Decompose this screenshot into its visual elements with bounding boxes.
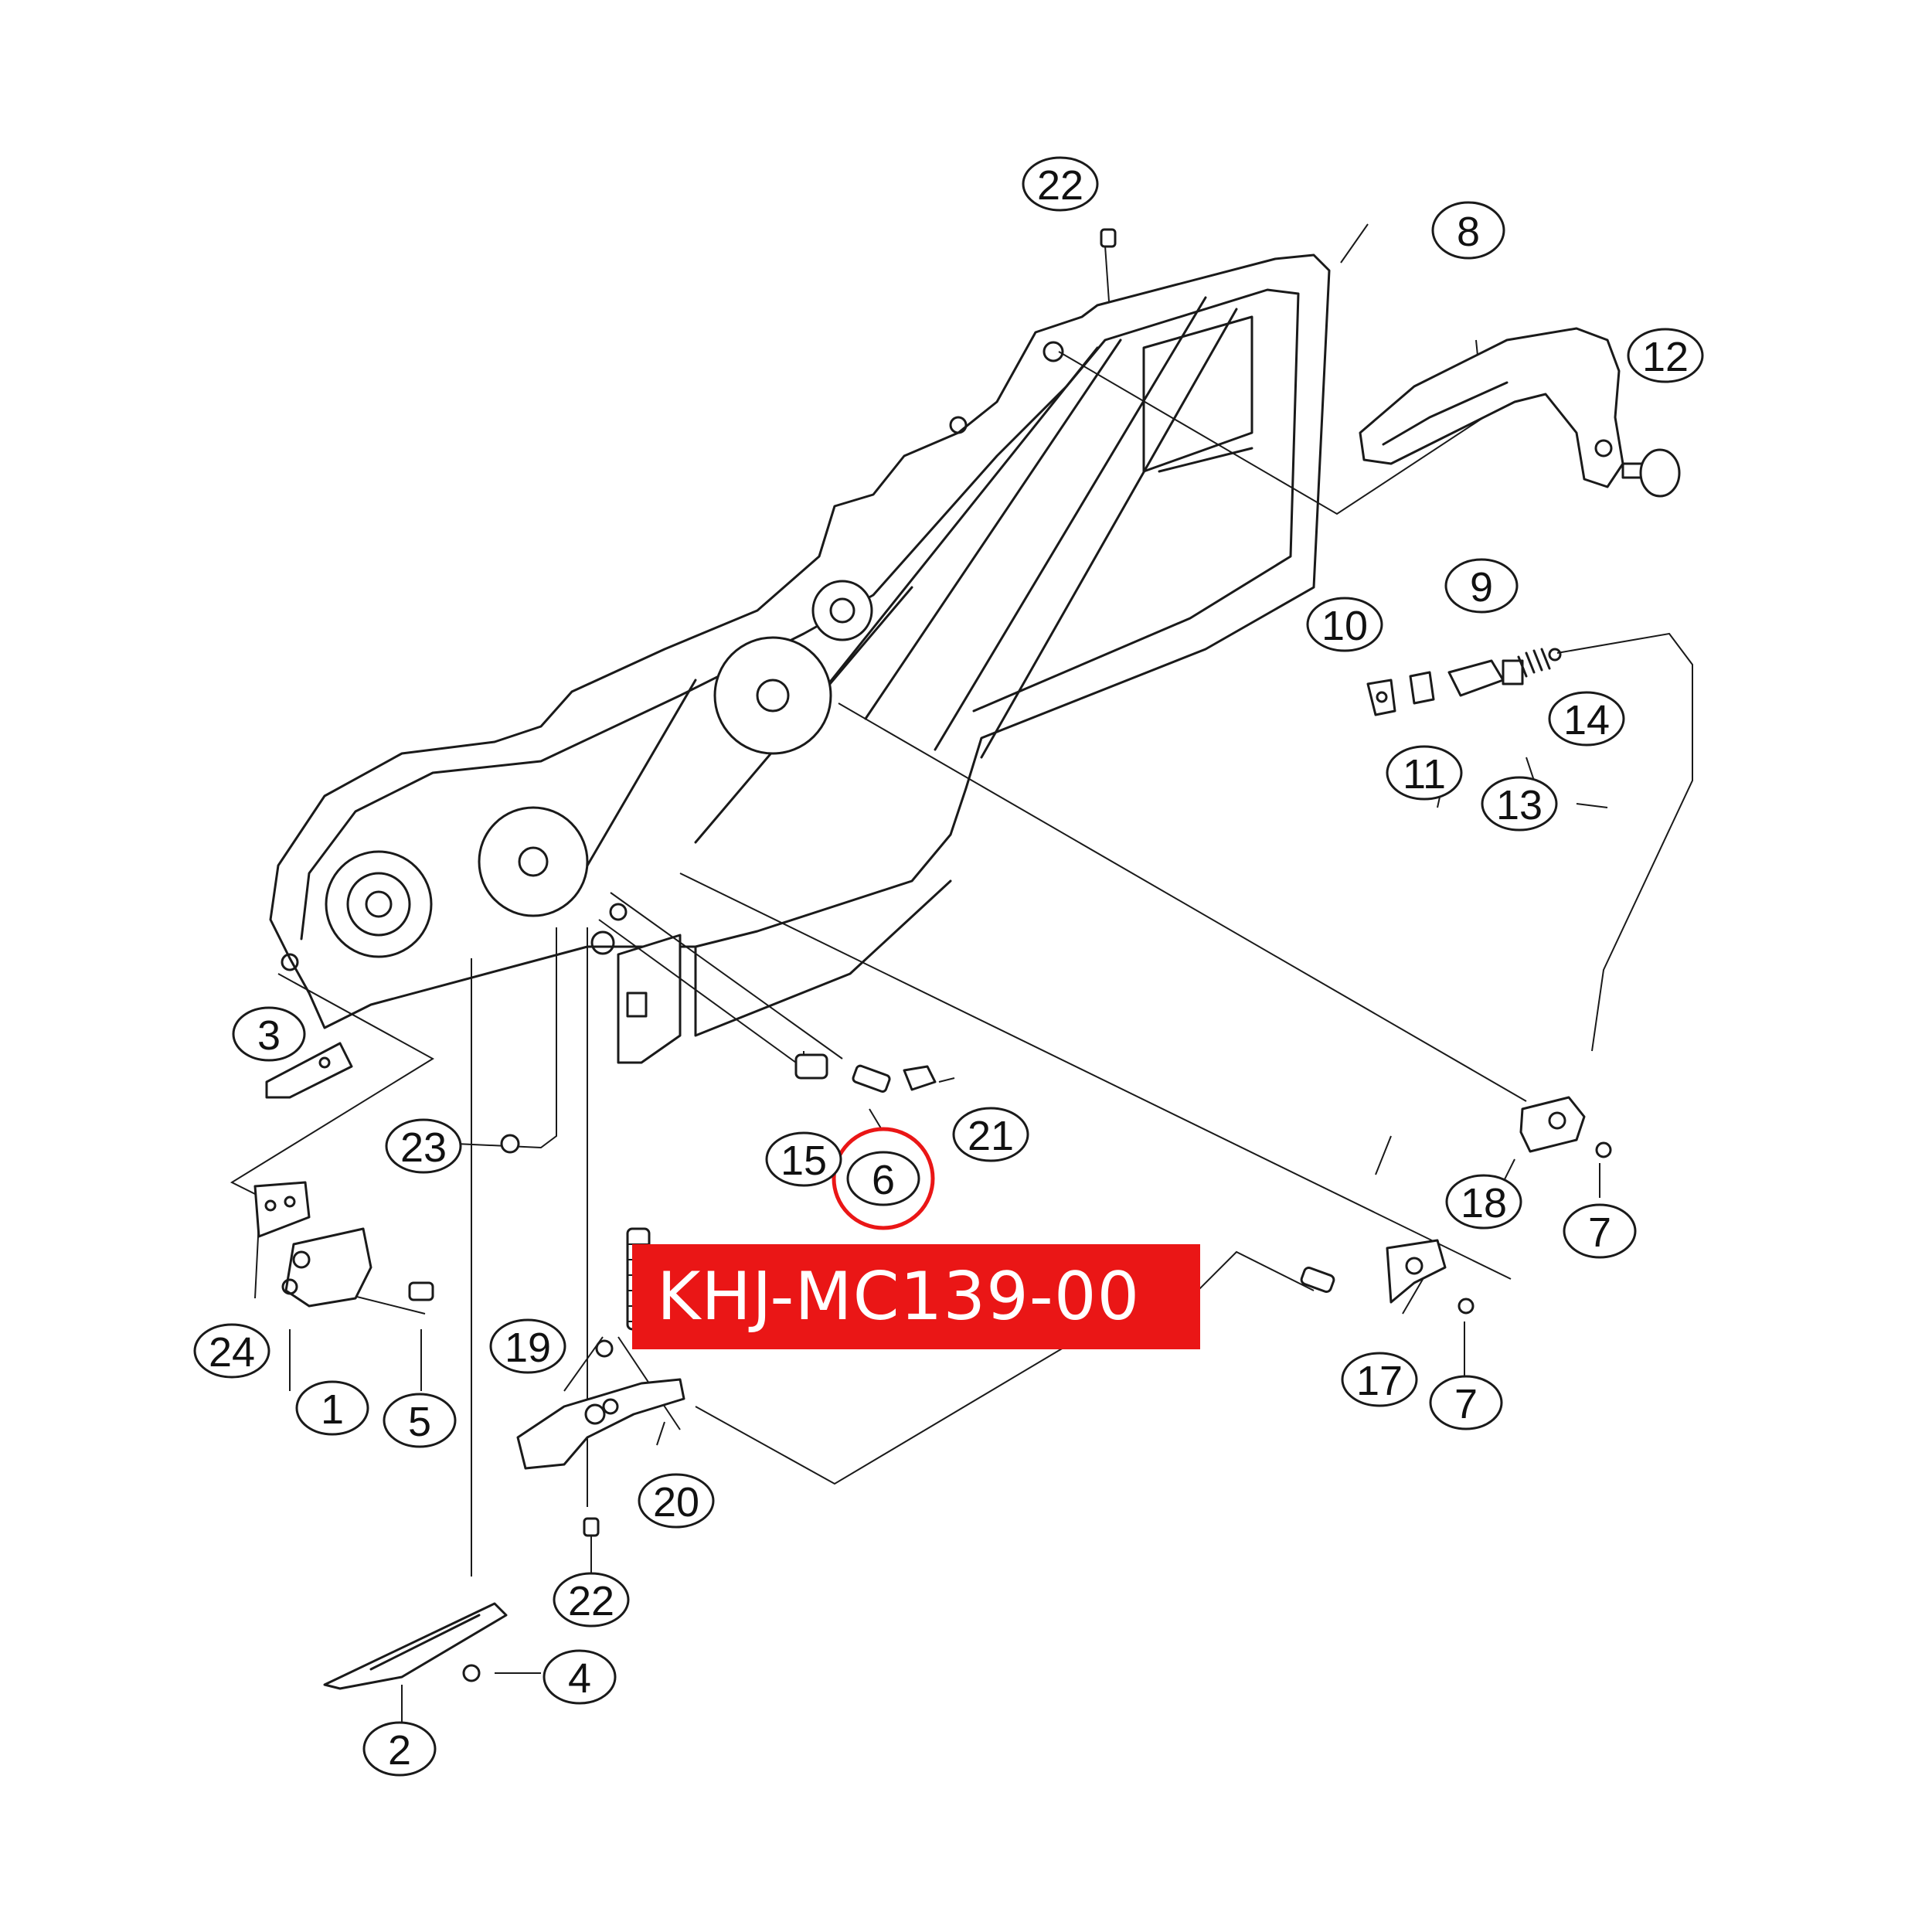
part-screw-7-lower [1458, 1298, 1475, 1315]
callout-15: 15 [765, 1131, 842, 1187]
callout-label: 1 [321, 1386, 344, 1433]
part-screw-5 [408, 1281, 434, 1301]
highlight-ring [832, 1127, 935, 1230]
callout-9: 9 [1444, 558, 1519, 614]
part-lever-20 [516, 1378, 685, 1470]
callout-1: 1 [295, 1380, 369, 1436]
callout-22-bottom: 22 [553, 1572, 630, 1628]
callout-label: 3 [257, 1012, 281, 1059]
callout-5: 5 [383, 1393, 457, 1448]
callout-23: 23 [385, 1118, 462, 1174]
callout-label: 14 [1563, 697, 1610, 743]
callout-label: 4 [568, 1655, 591, 1702]
part-screw-23 [500, 1134, 520, 1154]
callout-8: 8 [1431, 201, 1505, 260]
callout-3: 3 [232, 1006, 306, 1062]
callout-13: 13 [1481, 776, 1558, 832]
callout-label: 18 [1461, 1180, 1507, 1226]
callout-label: 7 [1588, 1209, 1611, 1256]
part-screw-21 [903, 1065, 937, 1091]
callout-6: 6 [846, 1151, 920, 1206]
callout-label: 17 [1356, 1358, 1403, 1404]
part-nut-22-lower [583, 1517, 600, 1537]
callout-10: 10 [1306, 597, 1383, 652]
part-nut-22-upper [1100, 228, 1117, 248]
callout-label: 24 [209, 1329, 255, 1376]
callout-14: 14 [1548, 691, 1625, 747]
callout-label: 15 [781, 1138, 827, 1184]
part-pin-9 [1447, 659, 1524, 697]
callout-20: 20 [638, 1473, 715, 1529]
callout-label: 6 [872, 1157, 895, 1203]
callout-12: 12 [1627, 328, 1704, 383]
callout-label: 22 [568, 1578, 614, 1624]
callout-11: 11 [1386, 745, 1463, 801]
callout-label: 10 [1321, 603, 1368, 649]
callout-18: 18 [1445, 1174, 1522, 1230]
callout-label: 13 [1496, 782, 1543, 828]
part-screw-7-upper [1595, 1141, 1612, 1158]
part-clip-10 [1366, 679, 1396, 716]
part-pin-16 [1300, 1267, 1335, 1293]
callout-label: 23 [400, 1124, 447, 1171]
part-bracket-18 [1519, 1096, 1586, 1153]
part-knob-12 [1621, 448, 1681, 498]
part-handle-8 [1359, 327, 1624, 488]
callout-24: 24 [193, 1323, 270, 1379]
callout-19: 19 [489, 1318, 566, 1374]
callout-label: 7 [1454, 1381, 1478, 1427]
callout-4: 4 [543, 1649, 617, 1705]
callout-label: 2 [388, 1727, 411, 1774]
callout-label: 12 [1642, 334, 1689, 380]
part-tape-guide-3 [265, 1042, 353, 1099]
part-pin-6 [852, 1064, 891, 1093]
callout-2: 2 [362, 1721, 437, 1777]
callout-label: 8 [1457, 209, 1480, 255]
callout-22-top: 22 [1022, 156, 1099, 212]
callout-label: 9 [1470, 564, 1493, 611]
part-e-ring-19 [595, 1339, 614, 1358]
part-screw-4 [462, 1664, 481, 1682]
part-number-label: KHJ-MC139-00 [632, 1244, 1200, 1349]
callout-label: 11 [1403, 751, 1446, 798]
callout-label: 20 [653, 1479, 699, 1526]
callout-label: 19 [505, 1325, 551, 1371]
callout-17: 17 [1341, 1352, 1418, 1407]
callout-label: 22 [1037, 162, 1083, 209]
part-block-1 [281, 1227, 372, 1308]
part-bracket-17 [1386, 1239, 1447, 1304]
part-pin-15 [794, 1053, 828, 1080]
callout-21: 21 [952, 1107, 1029, 1162]
callout-7-upper: 7 [1563, 1203, 1637, 1259]
callout-7-lower: 7 [1429, 1375, 1503, 1430]
part-plate-24 [253, 1181, 311, 1238]
callout-label: 5 [408, 1399, 431, 1445]
feeder-main-body [269, 253, 1331, 1064]
part-clip-11 [1409, 671, 1435, 705]
callout-label: 21 [968, 1113, 1014, 1159]
part-tape-guide-2 [323, 1602, 508, 1690]
part-spring-14 [1517, 648, 1562, 678]
